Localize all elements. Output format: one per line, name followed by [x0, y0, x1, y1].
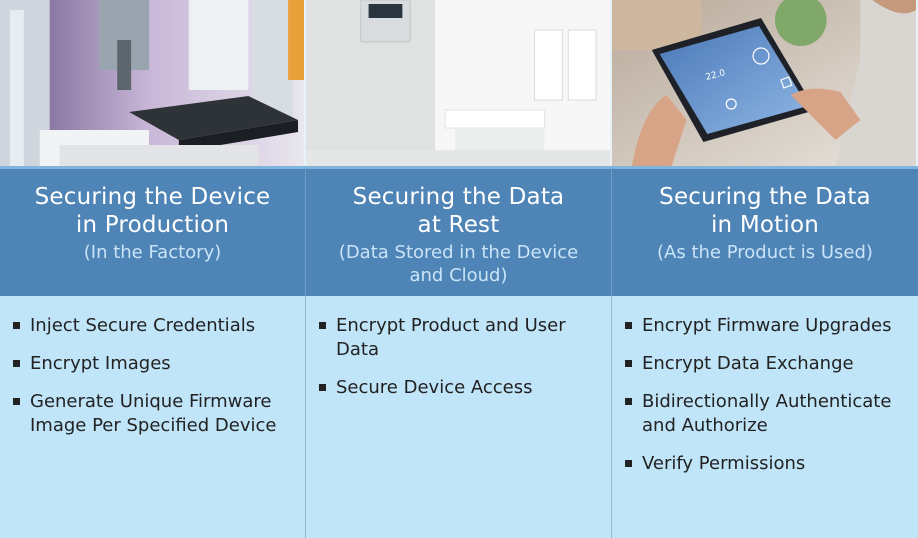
list-item: Verify Permissions: [622, 452, 910, 476]
header-data-at-rest: Securing the Data at Rest (Data Stored i…: [306, 166, 612, 296]
header-subtitle: (As the Product is Used): [657, 242, 873, 263]
list-item: Inject Secure Credentials: [10, 314, 297, 338]
list-item: Bidirectionally Authenticate and Authori…: [622, 390, 910, 438]
list-item: Encrypt Product and User Data: [316, 314, 603, 362]
header-data-in-motion: Securing the Data in Motion (As the Prod…: [612, 166, 918, 296]
header-title: Securing the Device in Production: [34, 184, 271, 238]
list-item: Generate Unique Firmware Image Per Speci…: [10, 390, 297, 438]
tablet-screen-text: 22.0: [705, 68, 727, 83]
tablet-user-photo: 22.0: [612, 0, 918, 166]
list-item: Encrypt Data Exchange: [622, 352, 910, 376]
header-subtitle: (Data Stored in the Device and Cloud): [338, 242, 579, 286]
list-item: Secure Device Access: [316, 376, 603, 400]
list-item: Encrypt Images: [10, 352, 297, 376]
list-data-at-rest: Encrypt Product and User Data Secure Dev…: [306, 296, 612, 538]
list-item: Encrypt Firmware Upgrades: [622, 314, 910, 338]
header-subtitle: (In the Factory): [83, 242, 222, 263]
header-title: Securing the Data in Motion: [659, 184, 871, 238]
list-data-in-motion: Encrypt Firmware Upgrades Encrypt Data E…: [612, 296, 918, 538]
factory-photo: [0, 0, 306, 166]
header-title: Securing the Data at Rest: [352, 184, 565, 238]
list-device-production: Inject Secure Credentials Encrypt Images…: [0, 296, 306, 538]
header-device-production: Securing the Device in Production (In th…: [0, 166, 306, 296]
home-interior-photo: [306, 0, 612, 166]
